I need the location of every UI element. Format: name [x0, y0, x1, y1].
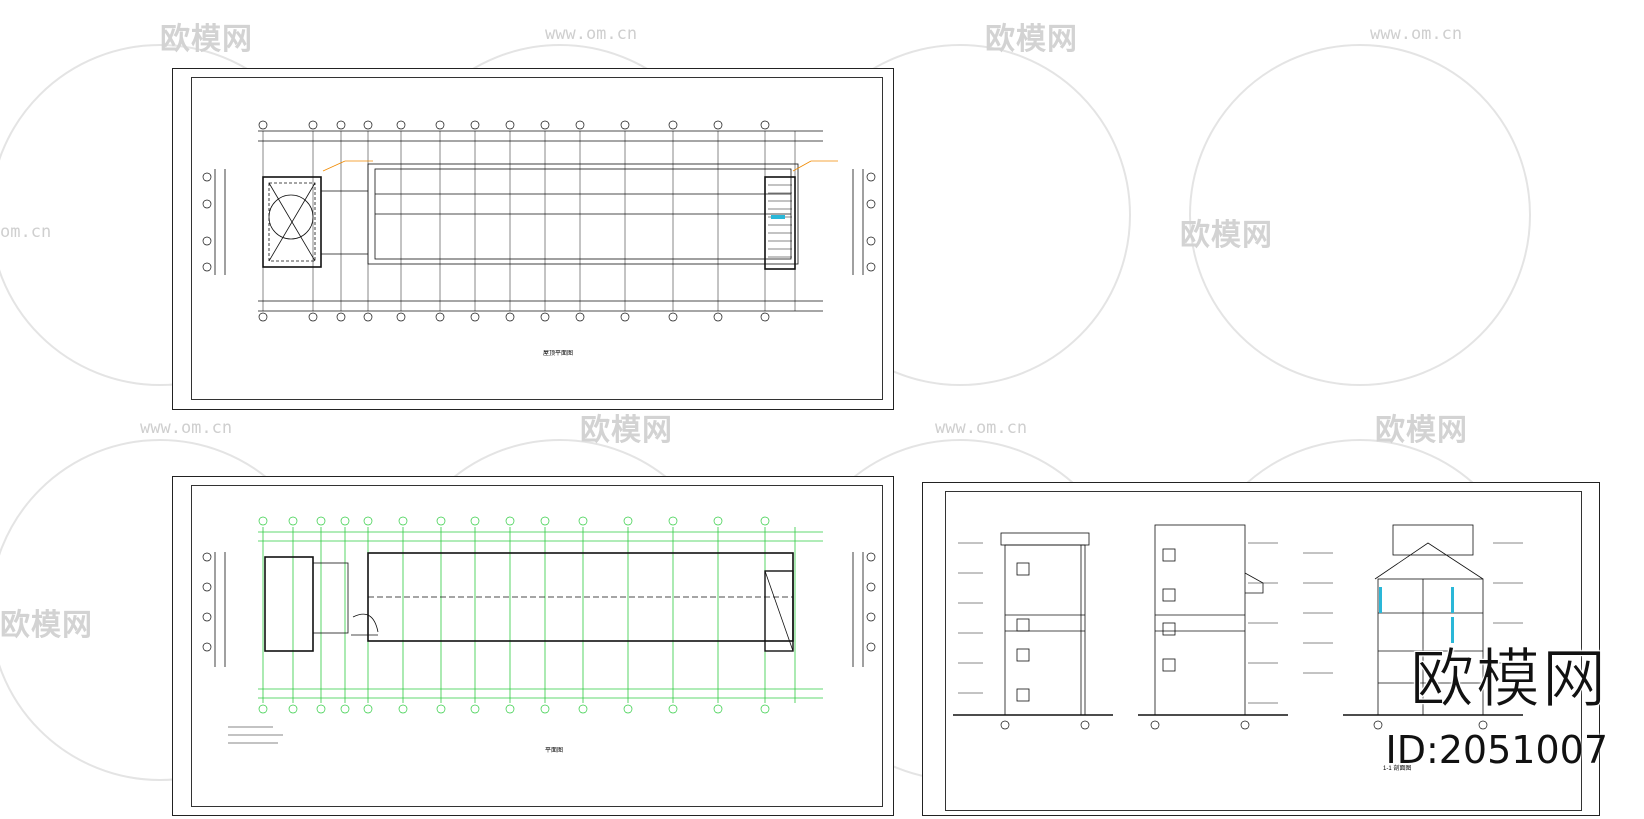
sheet-inner-frame: [945, 491, 1582, 811]
sheet-inner-frame: [191, 485, 883, 807]
watermark-url: www.om.cn: [935, 418, 1028, 438]
brand-id-label: ID:2051007: [1385, 728, 1608, 772]
watermark-url: om.cn: [0, 222, 52, 242]
watermark-logo: 欧模网: [985, 22, 1078, 57]
floor-plan-drawing: [202, 516, 876, 744]
sheet-elevations-sections: 1-1 剖面图: [922, 482, 1600, 816]
roof-plan-drawing: [202, 120, 876, 322]
elevations-drawing: [953, 524, 1523, 730]
brand-logo: 欧模网: [1410, 643, 1608, 718]
section-caption: 1-1 剖面图: [1383, 766, 1412, 772]
watermark-logo: 欧模网: [1180, 218, 1273, 253]
watermark-url: www.om.cn: [545, 24, 638, 44]
watermark-logo: 欧模网: [580, 413, 673, 448]
watermark-logo: 欧模网: [160, 22, 253, 57]
sheet-floor-plan: 平面图: [172, 476, 894, 816]
sheet-roof-plan: 屋顶平面图: [172, 68, 894, 410]
watermark-url: www.om.cn: [140, 418, 233, 438]
watermark-logo: 欧模网: [0, 608, 93, 643]
roof-plan-caption: 屋顶平面图: [543, 351, 574, 357]
watermark-url: www.om.cn: [1370, 24, 1463, 44]
floor-plan-caption: 平面图: [545, 748, 564, 754]
sheet-inner-frame: [191, 77, 883, 400]
watermark-logo: 欧模网: [1375, 413, 1468, 448]
